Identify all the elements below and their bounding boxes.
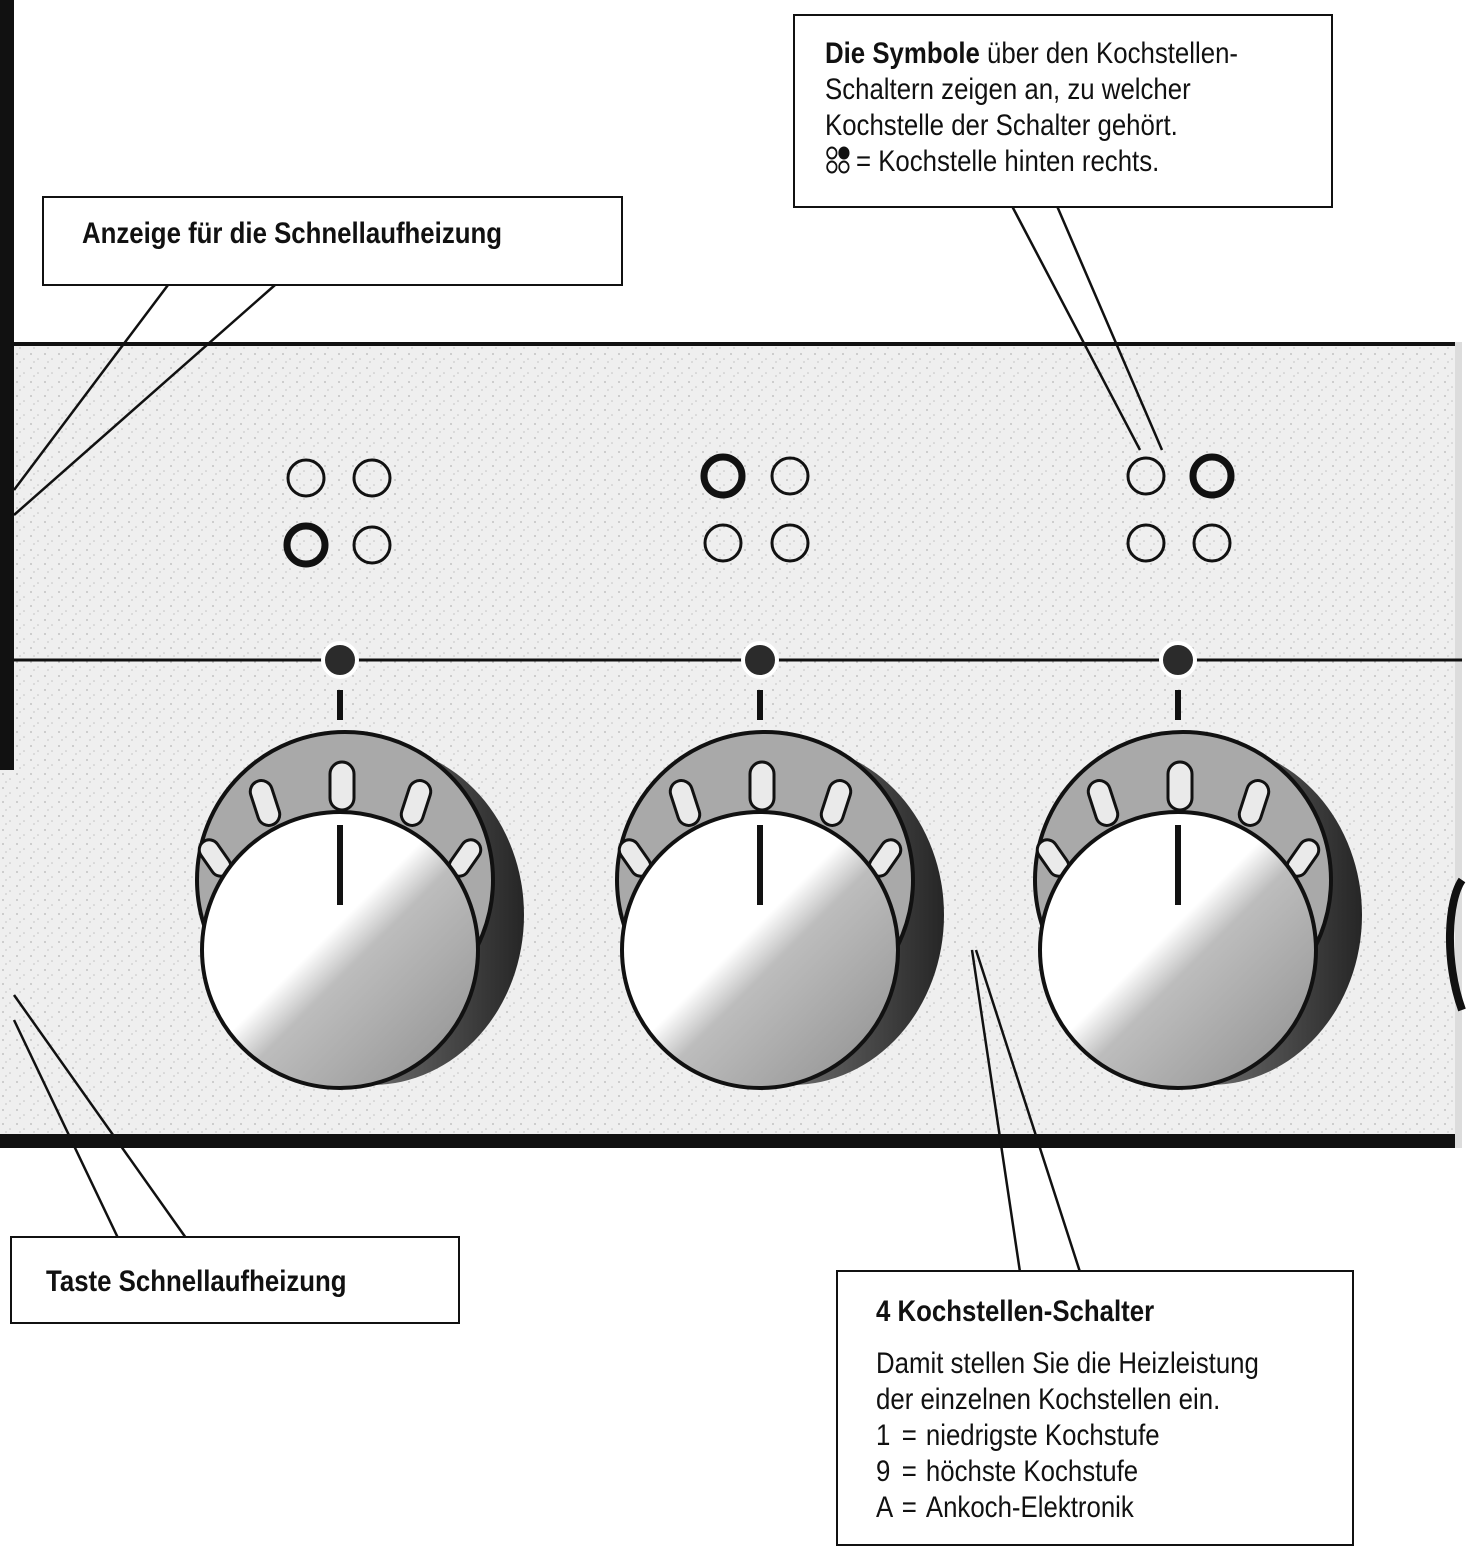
heating-indicator-light-3 <box>1159 641 1197 679</box>
knob-group-3 <box>1033 453 1362 1090</box>
knob-group-1 <box>195 458 524 1090</box>
panel-bottom-edge <box>0 1134 1462 1148</box>
callout-symbols-line1: Die Symbole über den Kochstellen- <box>825 37 1239 70</box>
cooking-zone-knob-2[interactable] <box>615 730 944 1090</box>
legend-row-boost: A=Ankoch-Elektronik <box>876 1491 1134 1524</box>
cooking-zone-knob-3[interactable] <box>1033 730 1362 1090</box>
burner-symbol-3 <box>1126 453 1235 563</box>
callout-quick-heat-button: Taste Schnellaufheizung <box>10 1236 460 1324</box>
heating-indicator-light-2 <box>741 641 779 679</box>
burner-symbol-1 <box>283 458 392 568</box>
callout-button-label: Taste Schnellaufheizung <box>46 1265 347 1298</box>
callout-switches-line1: Damit stellen Sie die Heizleistung <box>876 1347 1259 1380</box>
partial-knob-right-edge <box>1446 877 1466 1012</box>
heating-indicator-light-1 <box>321 641 359 679</box>
legend-row-lowest: 1=niedrigste Kochstufe <box>876 1419 1160 1452</box>
callout-quick-heat-indicator: Anzeige für die Schnellaufheizung <box>42 196 623 286</box>
burner-symbol-2 <box>700 453 810 563</box>
callout-indicator-label: Anzeige für die Schnellaufheizung <box>82 217 503 250</box>
callout-symbols-line3: Kochstelle der Schalter gehört. <box>825 109 1178 142</box>
callout-symbols-line4: = Kochstelle hinten rechts. <box>825 144 1260 180</box>
left-panel-edge <box>0 0 14 770</box>
legend-row-highest: 9=höchste Kochstufe <box>876 1455 1139 1488</box>
rear-right-burner-icon <box>826 146 850 174</box>
cooking-zone-knob-1[interactable] <box>195 730 524 1090</box>
callout-cooking-zone-switches: 4 Kochstellen-Schalter Damit stellen Sie… <box>836 1270 1354 1546</box>
callout-symbols-title: Die Symbole <box>825 37 980 70</box>
callout-switches-line2: der einzelnen Kochstellen ein. <box>876 1383 1221 1416</box>
leader-lines <box>12 205 1164 1273</box>
knob-group-2 <box>615 453 944 1090</box>
callout-symbols-line2: Schaltern zeigen an, zu welcher <box>825 73 1191 106</box>
callout-switches-heading: 4 Kochstellen-Schalter <box>876 1295 1155 1328</box>
callout-symbols: Die Symbole über den Kochstellen- Schalt… <box>793 14 1333 208</box>
